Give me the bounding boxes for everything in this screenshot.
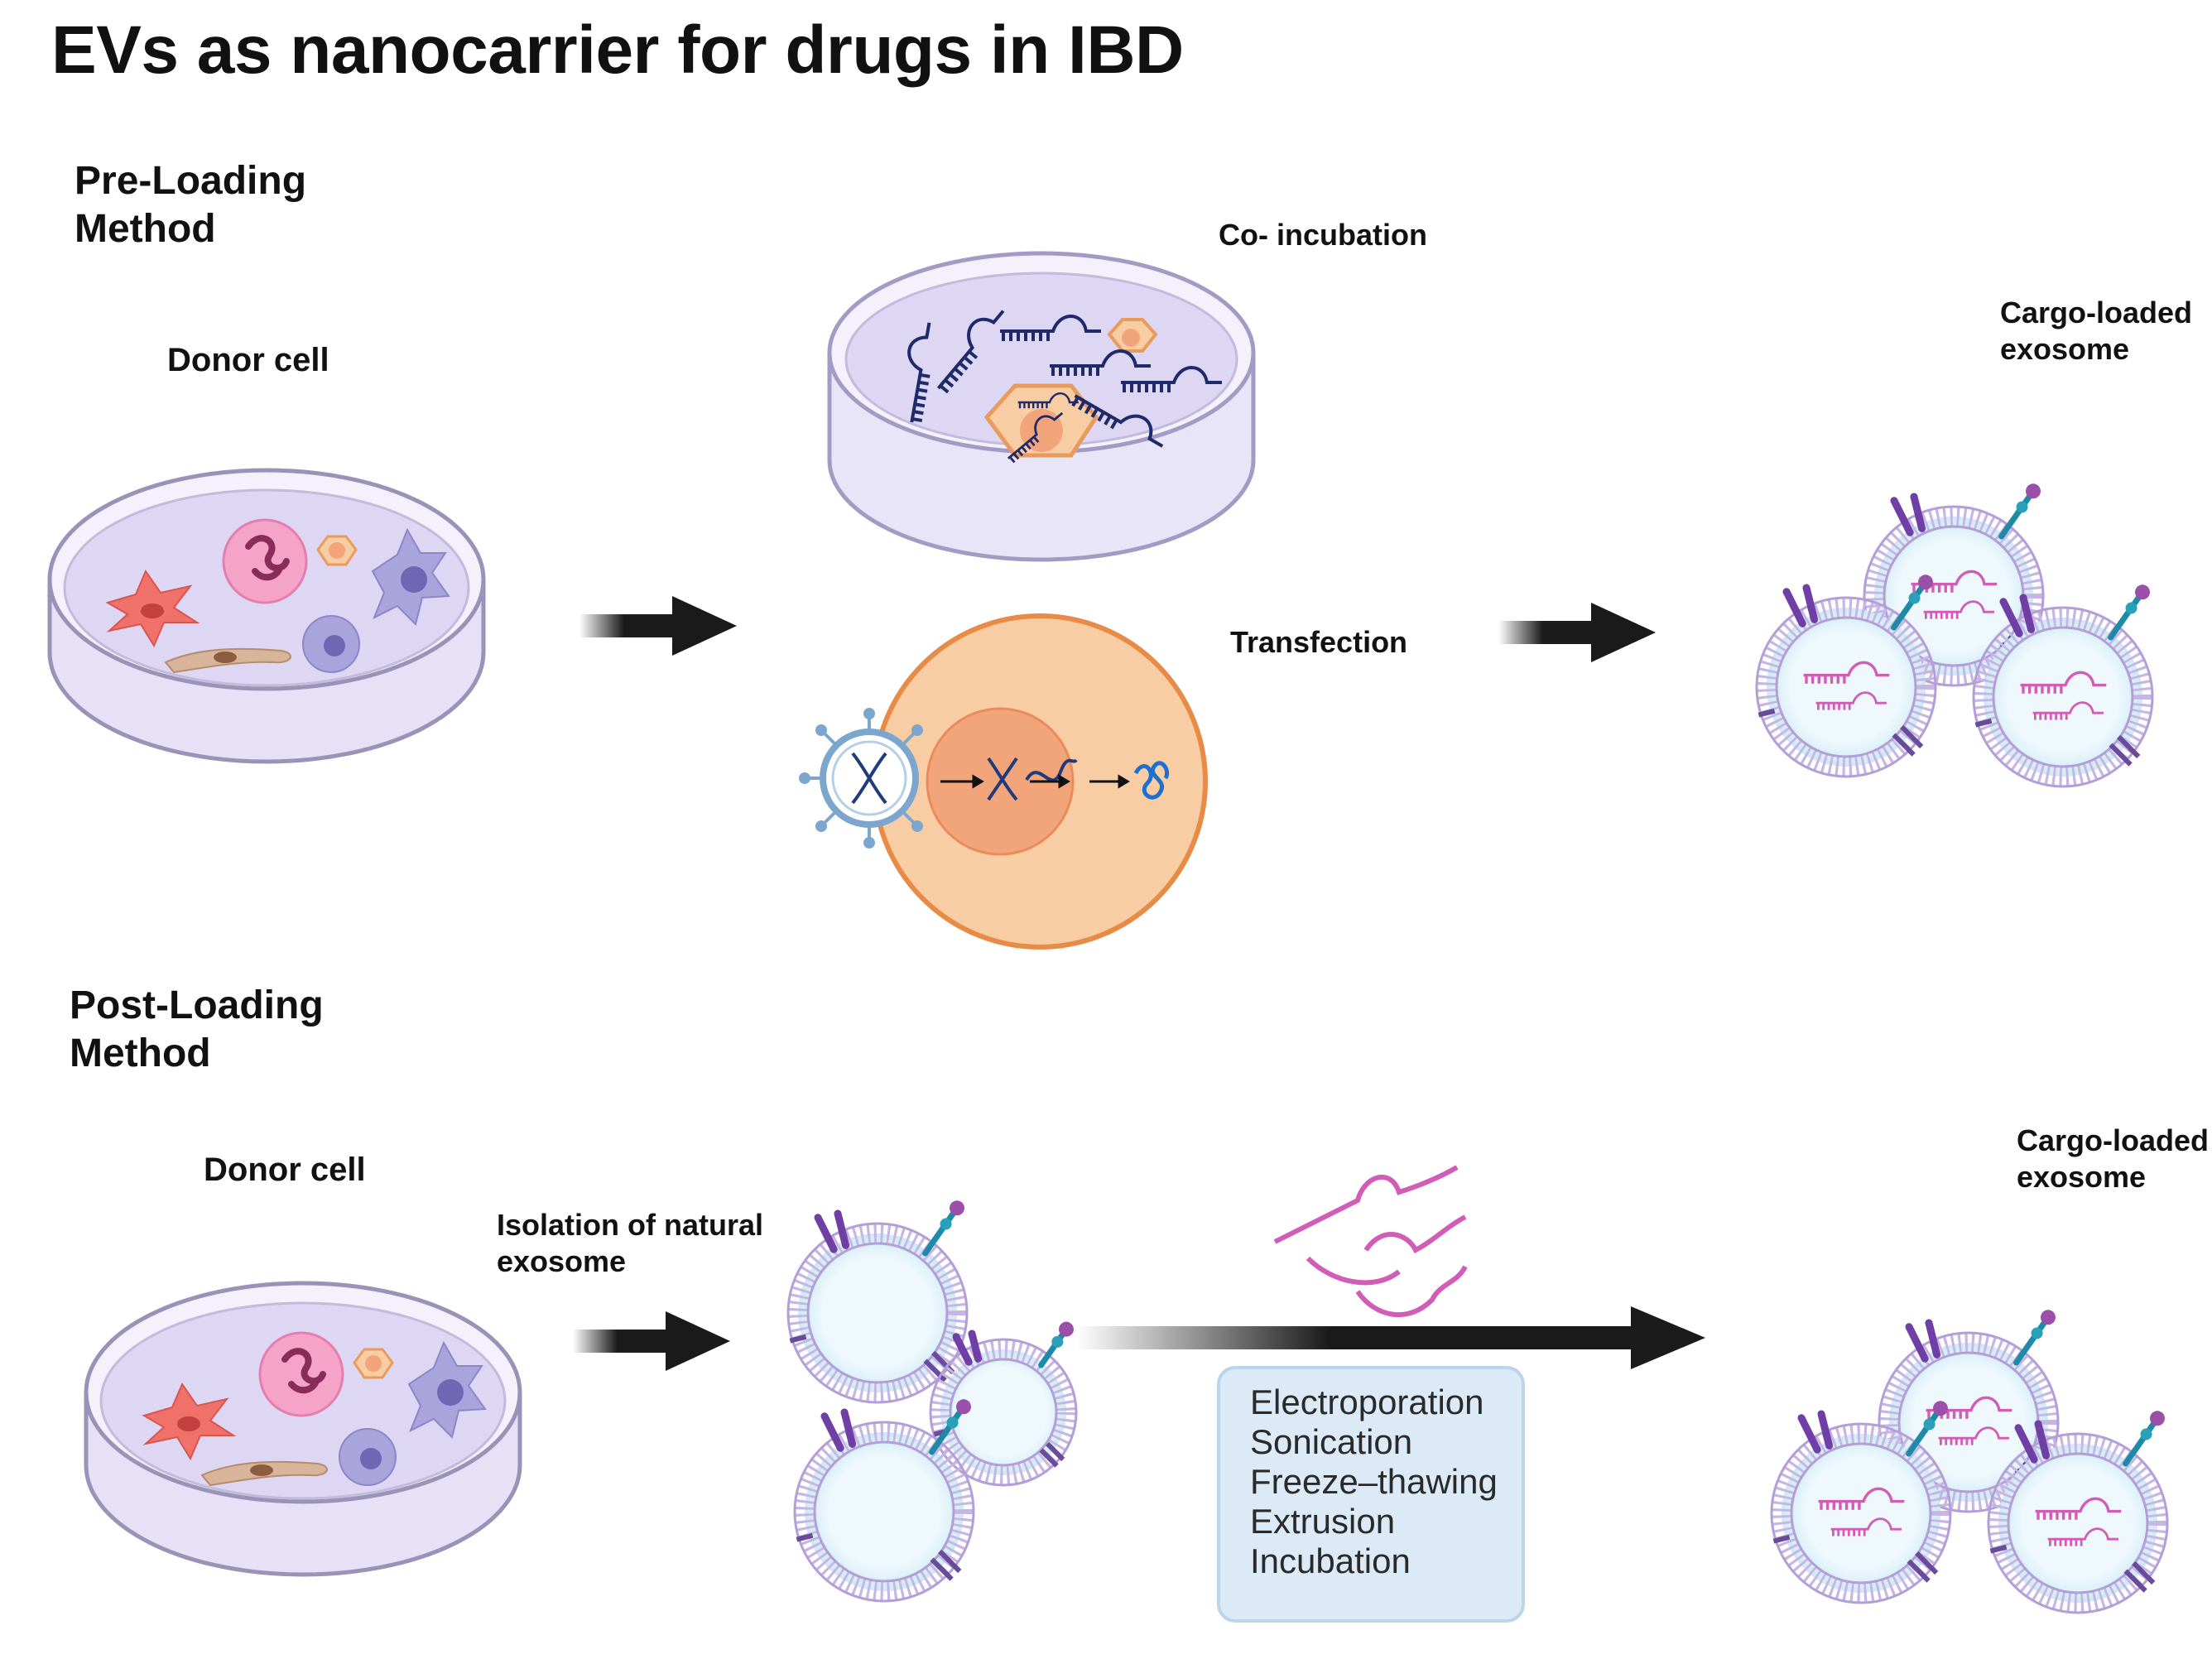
pre-donor-cell-label: Donor cell [167,342,329,378]
natural-exosome-cluster [786,1200,1078,1603]
post-cargo-exosome-cluster [1770,1310,2169,1614]
loading-methods-box: Electroporation Sonication Freeze–thawin… [1217,1366,1525,1623]
arrow-pre-2 [1498,603,1656,662]
arrow-icon [1498,603,1656,662]
post-cargo-label: Cargo-loaded exosome [2017,1123,2210,1194]
transfection-label: Transfection [1230,625,1408,659]
pre-loading-heading: Pre-Loading Method [75,159,307,251]
isolation-label: Isolation of natural exosome [497,1208,764,1278]
cargo-rna-icon [1273,1165,1468,1317]
method-incubation: Incubation [1250,1541,1411,1580]
method-freeze-thawing: Freeze–thawing [1250,1462,1498,1501]
arrow-post-long [1076,1306,1705,1369]
method-sonication: Sonication [1250,1422,1413,1461]
pre-cargo-exosome-cluster [1755,483,2154,788]
post-donor-cell-label: Donor cell [204,1152,366,1188]
arrow-icon [573,1311,730,1371]
coincubation-dish [827,251,1256,562]
exosome-cluster-icon [1770,1310,2169,1614]
pre-cargo-label: Cargo-loaded exosome [2000,296,2193,366]
post-donor-dish [84,1281,522,1577]
virus-vector-icon [799,708,923,849]
arrow-post-1 [573,1311,730,1371]
arrow-icon [579,596,737,656]
arrow-pre-1 [579,596,737,656]
method-extrusion: Extrusion [1250,1502,1396,1541]
rna-molecules [907,310,1222,464]
coincubation-label: Co- incubation [1219,218,1427,252]
transfection-cell [799,613,1208,950]
petri-dish-icon [47,468,486,764]
exosome-cluster-icon [786,1200,1078,1603]
post-loading-heading: Post-Loading Method [70,983,324,1075]
pre-donor-dish [47,468,486,764]
diagram-title: EVs as nanocarrier for drugs in IBD [51,12,1184,88]
exosome-cluster-icon [1755,483,2154,788]
method-electroporation: Electroporation [1250,1382,1484,1421]
petri-dish-icon [84,1281,522,1577]
